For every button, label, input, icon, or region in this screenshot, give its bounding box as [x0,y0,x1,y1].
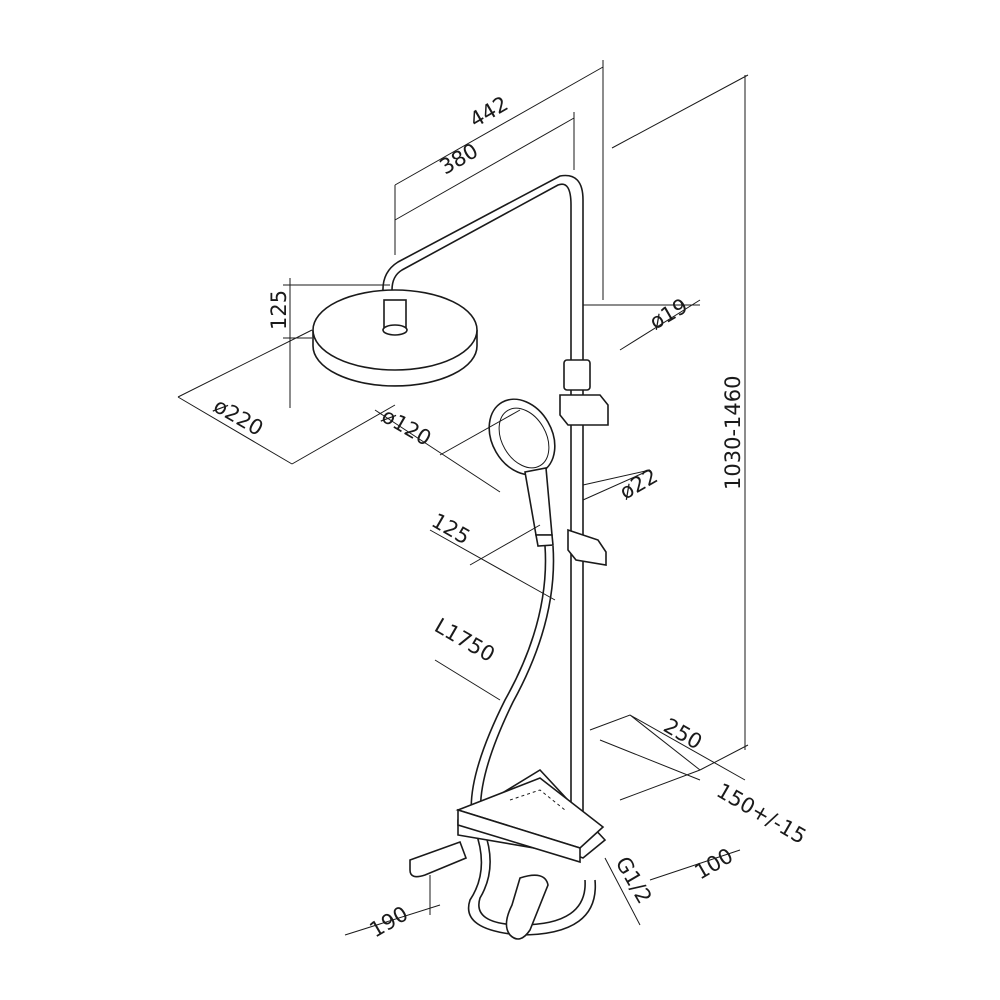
dim-hose-length: L1750 [431,614,499,667]
dim-380: 380 [436,138,483,179]
dim-pipe-diameter: ø19 [646,294,692,335]
dim-hand-shower-diameter: ø120 [378,404,436,451]
thermostatic-mixer [409,768,607,940]
riser-pipe [382,174,584,838]
dim-442: 442 [466,91,513,132]
dimension-lines [177,60,749,936]
hose [467,545,597,936]
dim-head-height: 125 [267,290,291,330]
dim-connection-spacing: 150+/-15 [713,779,811,849]
hand-shower [488,398,556,547]
dim-thread: G1/2 [611,853,657,908]
dim-spout-length: 190 [366,901,413,942]
dim-height-range: 1030-1460 [721,376,745,490]
dim-mixer-depth: 250 [660,714,707,755]
overhead-shower-head [312,289,478,387]
dim-mixer-height: 100 [691,843,738,884]
dim-lower-pipe-diameter: ø22 [616,464,662,505]
dim-hand-offset: 125 [428,509,475,550]
dim-head-diameter: ø220 [210,394,268,441]
slide-brackets [559,359,609,566]
